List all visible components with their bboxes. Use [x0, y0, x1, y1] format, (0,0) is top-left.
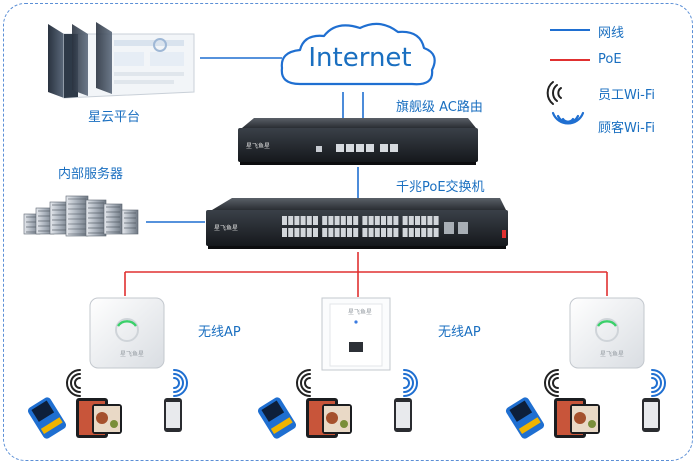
- internet-cloud: Internet: [280, 22, 436, 86]
- legend-guest-wifi-label: 顾客Wi-Fi: [598, 121, 656, 136]
- tablet-devices: [306, 398, 352, 438]
- access-point-left: 星飞鱼星: [89, 297, 165, 369]
- router-label: 旗舰级 AC路由: [396, 100, 483, 115]
- dashed-border-frame: [3, 3, 693, 461]
- ap-label-right: 无线AP: [438, 325, 481, 340]
- access-point-center: 星飞鱼星: [321, 297, 391, 371]
- client-devices: [27, 369, 666, 439]
- tablet-devices: [554, 398, 600, 438]
- svg-text:星飞鱼星: 星飞鱼星: [120, 350, 144, 358]
- client-device-cluster: [27, 369, 188, 439]
- pos-terminal: [505, 397, 545, 439]
- ap-label-left: 无线AP: [198, 325, 241, 340]
- legend-staff-wifi-icon: [546, 81, 562, 105]
- staff-wifi-icon: [296, 369, 311, 397]
- pos-terminal: [27, 397, 67, 439]
- staff-wifi-icon: [544, 369, 559, 397]
- servers-label: 内部服务器: [58, 167, 124, 182]
- server-tower: [103, 203, 123, 235]
- internet-label: Internet: [308, 43, 411, 73]
- server-tower: [65, 195, 89, 237]
- pos-terminal: [257, 397, 297, 439]
- platform-label: 星云平台: [88, 110, 141, 125]
- legend-guest-wifi-icon: [551, 111, 585, 125]
- ethernet-links: [146, 57, 364, 223]
- legend-poe-label: PoE: [598, 52, 622, 67]
- svg-text:星飞鱼星: 星飞鱼星: [348, 308, 372, 316]
- guest-wifi-icon: [173, 369, 188, 397]
- legend-staff-wifi-label: 员工Wi-Fi: [598, 88, 656, 103]
- guest-wifi-icon: [651, 369, 666, 397]
- server-tower: [49, 201, 71, 235]
- smartphone: [164, 398, 182, 432]
- svg-text:星飞鱼星: 星飞鱼星: [600, 350, 624, 358]
- ac-router-device: 星飞鱼星: [238, 118, 478, 165]
- svg-text:星飞鱼星: 星飞鱼星: [246, 142, 270, 150]
- smartphone: [642, 398, 660, 432]
- tablet-devices: [76, 398, 122, 438]
- smartphone: [394, 398, 412, 432]
- svg-text:星飞鱼星: 星飞鱼星: [214, 224, 238, 232]
- client-device-cluster: [505, 369, 666, 439]
- poe-switch-device: 星飞鱼星: [206, 198, 508, 249]
- switch-label: 千兆PoE交换机: [396, 180, 485, 195]
- server-tower: [85, 199, 107, 237]
- legend-cable-label: 网线: [598, 26, 625, 41]
- legend-swatches: [546, 29, 590, 125]
- client-device-cluster: [257, 369, 418, 439]
- server-tower: [121, 209, 139, 235]
- access-point-right: 星飞鱼星: [569, 297, 645, 369]
- guest-wifi-icon: [403, 369, 418, 397]
- poe-links: [124, 252, 608, 297]
- server-rack-group: [23, 195, 139, 237]
- cloud-platform-screens: [48, 22, 195, 99]
- staff-wifi-icon: [66, 369, 81, 397]
